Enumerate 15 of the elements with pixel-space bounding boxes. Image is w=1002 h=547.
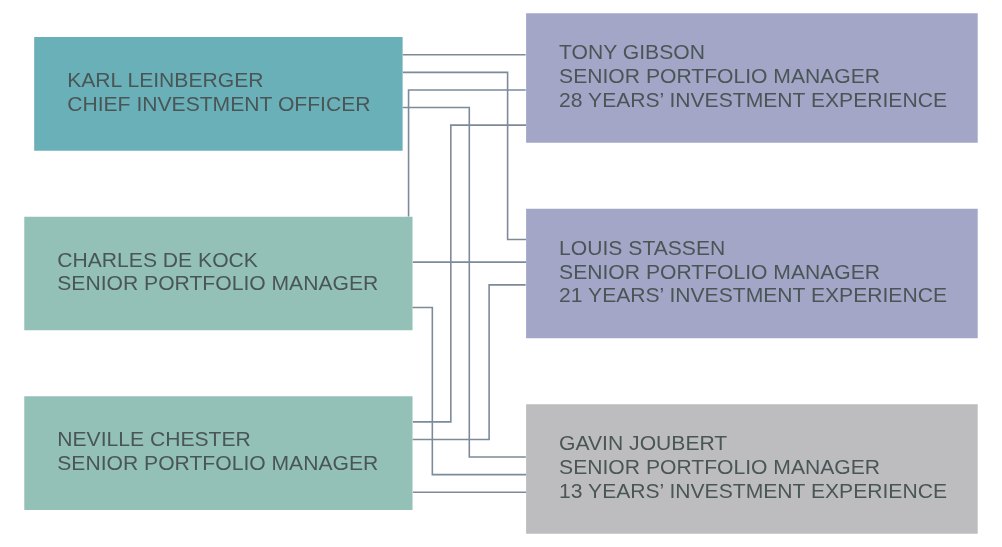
node-box: TONY GIBSON SENIOR PORTFOLIO MANAGER 28 YEARS’ INVESTMENT EXPERIENCE xyxy=(526,13,978,143)
node-box: GAVIN JOUBERT SENIOR PORTFOLIO MANAGER 13 YEARS’ INVESTMENT EXPERIENCE xyxy=(526,404,978,534)
node-box: LOUIS STASSEN SENIOR PORTFOLIO MANAGER 21 YEARS’ INVESTMENT EXPERIENCE xyxy=(526,208,978,339)
connector xyxy=(402,71,527,241)
connector xyxy=(411,284,527,441)
node-box: NEVILLE CHESTER SENIOR PORTFOLIO MANAGER xyxy=(24,396,413,510)
connector xyxy=(401,53,527,56)
connector xyxy=(407,89,527,218)
connector xyxy=(412,491,527,494)
connector xyxy=(412,124,527,423)
node-box: CHARLES DE KOCK SENIOR PORTFOLIO MANAGER xyxy=(24,216,413,331)
connector xyxy=(401,106,527,458)
node-box: KARL LEINBERGER CHIEF INVESTMENT OFFICER xyxy=(34,37,403,151)
connector xyxy=(411,306,527,476)
connector xyxy=(412,261,527,263)
